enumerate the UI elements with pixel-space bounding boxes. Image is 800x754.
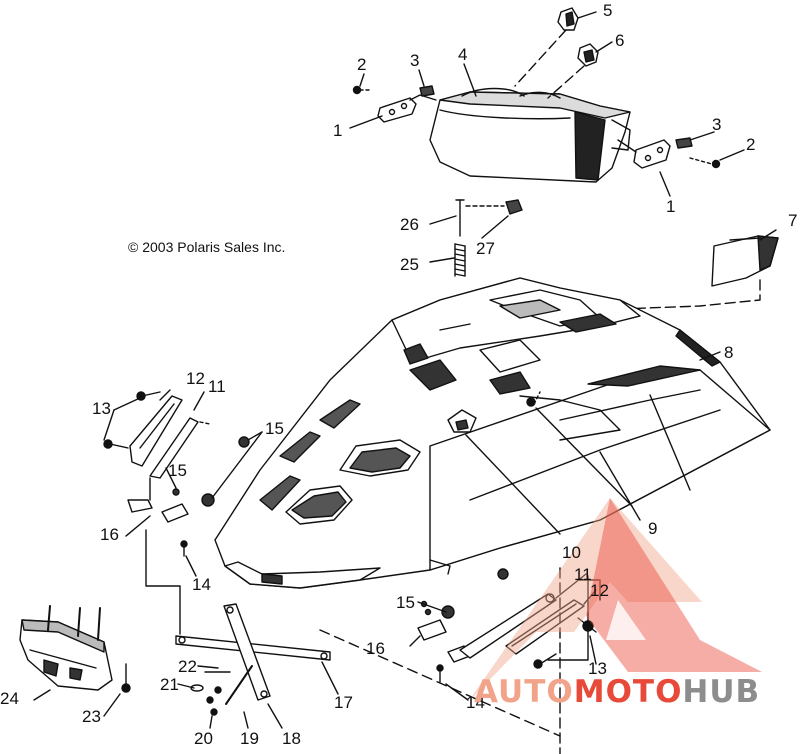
callout-24: 24 bbox=[0, 689, 19, 708]
callout-22: 22 bbox=[178, 657, 197, 676]
callout-21: 21 bbox=[160, 675, 179, 694]
callout-1-left: 1 bbox=[333, 121, 343, 140]
screw-26 bbox=[455, 199, 465, 237]
watermark-word-hub: HUB bbox=[682, 674, 761, 710]
callout-3-right: 3 bbox=[712, 115, 722, 134]
bolt-13-lower bbox=[103, 439, 129, 449]
callout-4: 4 bbox=[458, 45, 468, 64]
callout-5: 5 bbox=[603, 1, 613, 20]
bracket-left bbox=[377, 94, 437, 123]
callout-12-left: 12 bbox=[186, 369, 205, 388]
callout-2-left: 2 bbox=[357, 55, 367, 74]
bolt-13-upper bbox=[136, 391, 161, 401]
callout-11-left: 11 bbox=[208, 377, 226, 396]
callout-19: 19 bbox=[240, 729, 259, 748]
strap-11-right bbox=[459, 593, 557, 659]
headlight-housing bbox=[429, 87, 631, 183]
lens-7 bbox=[711, 235, 779, 287]
bulb-5 bbox=[557, 7, 579, 31]
fastener-20 bbox=[206, 686, 222, 716]
copyright-notice: © 2003 Polaris Sales Inc. bbox=[128, 239, 286, 255]
bracket-right bbox=[617, 139, 671, 169]
callout-13-left: 13 bbox=[92, 399, 111, 418]
hood-body bbox=[214, 277, 771, 589]
spring-25 bbox=[454, 243, 466, 277]
latch-16-right bbox=[417, 619, 471, 663]
plate-12-right bbox=[505, 599, 585, 655]
callout-16-right: 16 bbox=[366, 639, 385, 658]
callout-2-right: 2 bbox=[746, 135, 756, 154]
screw-2-right bbox=[689, 157, 721, 169]
callout-16-left: 16 bbox=[100, 525, 119, 544]
callout-25: 25 bbox=[400, 255, 419, 274]
callout-8: 8 bbox=[724, 343, 734, 362]
clip-3-right bbox=[675, 137, 693, 149]
bulb-6 bbox=[577, 43, 599, 67]
bolt-13-right bbox=[533, 617, 597, 669]
callout-18: 18 bbox=[282, 729, 301, 748]
callout-27: 27 bbox=[476, 239, 495, 258]
callout-1-right: 1 bbox=[666, 197, 676, 216]
screw-14-right bbox=[436, 664, 444, 683]
support-arm-18 bbox=[223, 603, 271, 701]
callout-11-right: 11 bbox=[574, 565, 592, 584]
callout-7: 7 bbox=[788, 211, 798, 230]
watermark-word-auto: AUTO bbox=[474, 674, 574, 710]
callout-15-upper: 15 bbox=[265, 419, 284, 438]
callout-15-right: 15 bbox=[396, 593, 415, 612]
callout-12-right: 12 bbox=[590, 581, 609, 600]
watermark-word-moto: MOTO bbox=[573, 674, 683, 710]
callout-15-lower: 15 bbox=[168, 461, 187, 480]
watermark-wordmark: AUTOMOTOHUB bbox=[474, 674, 760, 710]
bushing-27 bbox=[505, 199, 523, 215]
callout-3-left: 3 bbox=[410, 51, 420, 70]
callout-10: 10 bbox=[562, 543, 581, 562]
screw-23 bbox=[121, 663, 131, 693]
callout-6: 6 bbox=[615, 31, 625, 50]
clip-3-left bbox=[419, 85, 435, 97]
callout-14-right: 14 bbox=[466, 693, 485, 712]
latch-16-left bbox=[127, 477, 189, 523]
callout-17: 17 bbox=[334, 693, 353, 712]
callout-20: 20 bbox=[194, 729, 213, 748]
callout-14-left: 14 bbox=[192, 575, 211, 594]
bumper-24 bbox=[19, 605, 113, 691]
screw-14-left bbox=[180, 540, 188, 557]
callout-23: 23 bbox=[82, 707, 101, 726]
callout-9: 9 bbox=[648, 519, 658, 538]
washer-21 bbox=[190, 684, 204, 692]
watermark-logo bbox=[468, 498, 762, 702]
callout-13-right: 13 bbox=[588, 659, 607, 678]
plate-12-left bbox=[129, 395, 183, 467]
callout-26: 26 bbox=[400, 215, 419, 234]
screw-2-left bbox=[352, 85, 373, 95]
strap-11-left bbox=[149, 417, 199, 479]
